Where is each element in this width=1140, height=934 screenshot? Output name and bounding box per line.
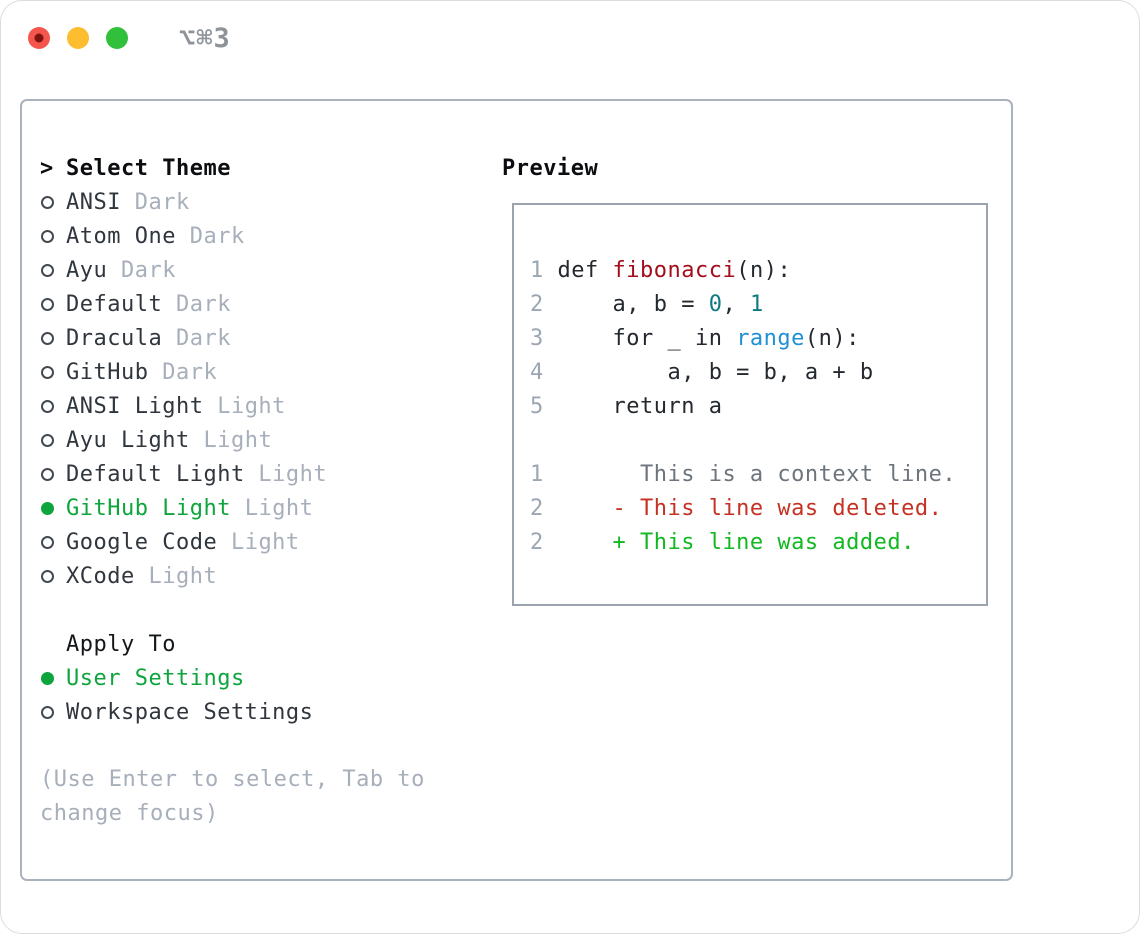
hint-text: (Use Enter to select, Tab to change focu…: [40, 767, 425, 826]
theme-option-github[interactable]: GitHub Dark: [40, 355, 502, 389]
theme-variant: Light: [230, 495, 314, 521]
preview-title: Preview: [502, 155, 599, 181]
theme-name: Google Code: [66, 529, 218, 555]
theme-option-ansi[interactable]: ANSI Dark: [40, 185, 502, 219]
radio-icon: [41, 331, 54, 345]
theme-name: Ayu: [66, 257, 108, 283]
radio-icon: [41, 467, 54, 481]
apply-to-title: Apply To: [66, 631, 176, 657]
theme-option-google-code[interactable]: Google Code Light: [40, 525, 502, 559]
preview-code-line: 2 - This line was deleted.: [530, 496, 943, 521]
radio-icon: [41, 399, 54, 413]
theme-name: XCode: [66, 563, 135, 589]
close-dot-icon: [34, 33, 44, 43]
preview-code-line: 1 def fibonacci(n):: [530, 258, 792, 283]
theme-variant: Light: [203, 393, 286, 419]
theme-variant: Light: [134, 563, 218, 589]
radio-icon: [41, 195, 54, 209]
radio-icon: [41, 501, 54, 515]
theme-variant: Dark: [107, 257, 176, 283]
theme-variant: Light: [217, 529, 300, 555]
theme-variant: Light: [189, 427, 273, 453]
theme-option-default-light[interactable]: Default Light Light: [40, 457, 502, 491]
theme-name: GitHub Light: [66, 495, 231, 521]
theme-name: GitHub: [66, 359, 149, 385]
preview-code-line: [530, 424, 986, 458]
theme-option-ansi-light[interactable]: ANSI Light Light: [40, 389, 502, 423]
window-title: ⌥⌘3: [179, 22, 231, 54]
theme-variant: Light: [244, 461, 328, 487]
radio-icon: [41, 365, 54, 379]
theme-variant: Dark: [148, 359, 218, 385]
theme-option-github-light[interactable]: GitHub Light Light: [40, 491, 502, 525]
theme-option-dracula[interactable]: Dracula Dark: [40, 321, 502, 355]
theme-option-xcode[interactable]: XCode Light: [40, 559, 502, 593]
radio-icon: [41, 671, 54, 685]
titlebar: ⌥⌘3: [1, 1, 1139, 75]
theme-name: ANSI Light: [66, 393, 204, 419]
radio-icon: [41, 569, 54, 583]
preview-column: Preview 1 def fibonacci(n): 2 a, b = 0, 1…: [502, 151, 988, 879]
theme-name: Default: [66, 291, 163, 317]
apply-option-label: User Settings: [66, 665, 245, 691]
preview-code-line: 1 This is a context line.: [530, 462, 957, 487]
theme-name: ANSI: [66, 189, 121, 215]
apply-option-label: Workspace Settings: [66, 699, 314, 725]
theme-name: Ayu Light: [66, 427, 190, 453]
theme-option-ayu[interactable]: Ayu Dark: [40, 253, 502, 287]
select-theme-title: Select Theme: [66, 155, 231, 181]
zoom-button[interactable]: [106, 27, 128, 49]
radio-icon: [41, 297, 54, 311]
preview-code-line: 2 + This line was added.: [530, 530, 915, 555]
theme-variant: Dark: [175, 223, 245, 249]
apply-option-user-settings[interactable]: User Settings: [40, 661, 502, 695]
theme-name: Default Light: [66, 461, 245, 487]
focus-caret-icon: >: [40, 155, 54, 181]
preview-box: 1 def fibonacci(n): 2 a, b = 0, 1 3 for _ …: [512, 203, 988, 606]
radio-icon: [41, 535, 54, 549]
theme-variant: Dark: [162, 325, 231, 351]
preview-header: Preview: [502, 151, 988, 185]
preview-code-line: 5 return a: [530, 394, 723, 419]
theme-name: Dracula: [66, 325, 163, 351]
theme-option-default[interactable]: Default Dark: [40, 287, 502, 321]
close-button[interactable]: [28, 27, 50, 49]
minimize-button[interactable]: [67, 27, 89, 49]
preview-code-line: 2 a, b = 0, 1: [530, 292, 764, 317]
radio-icon: [41, 229, 54, 243]
preview-code-line: 4 a, b = b, a + b: [530, 360, 874, 385]
radio-icon: [41, 263, 54, 277]
radio-icon: [41, 705, 54, 719]
preview-code-line: 3 for _ in range(n):: [530, 326, 860, 351]
theme-variant: Dark: [162, 291, 231, 317]
theme-name: Atom One: [66, 223, 176, 249]
apply-option-workspace-settings[interactable]: Workspace Settings: [40, 695, 502, 729]
theme-variant: Dark: [120, 189, 190, 215]
theme-option-ayu-light[interactable]: Ayu Light Light: [40, 423, 502, 457]
theme-option-atom-one[interactable]: Atom One Dark: [40, 219, 502, 253]
radio-icon: [41, 433, 54, 447]
select-theme-header: > Select Theme: [40, 151, 502, 185]
